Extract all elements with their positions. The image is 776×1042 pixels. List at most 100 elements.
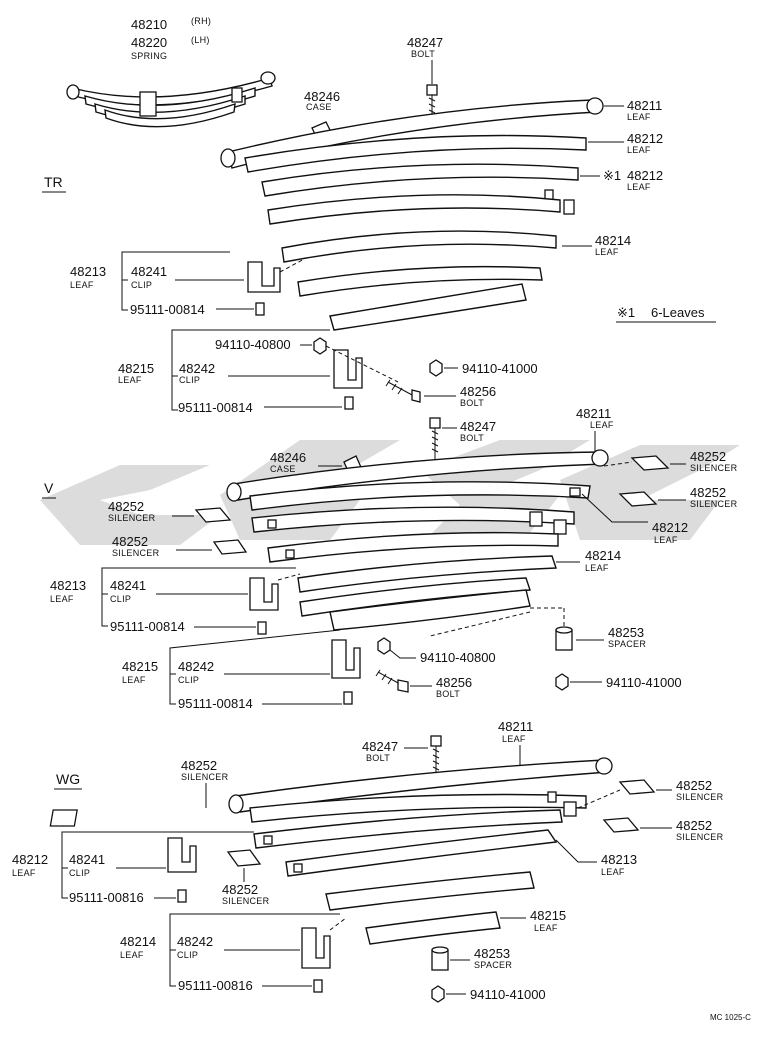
part-number: 48211 bbox=[627, 98, 662, 113]
part-name: LEAF bbox=[118, 375, 142, 385]
bolt-48256-tr bbox=[385, 379, 421, 403]
part-name: BOLT bbox=[366, 753, 390, 763]
part-name: LEAF bbox=[502, 734, 526, 744]
nut-94110-41000-v bbox=[555, 673, 569, 691]
clip-48241-tr bbox=[247, 261, 281, 293]
part-number: 48212 bbox=[627, 131, 663, 146]
part-number: 48215 bbox=[530, 908, 566, 923]
part-name: SPACER bbox=[474, 960, 512, 970]
part-number: 48215 bbox=[118, 361, 154, 376]
part-name: LEAF bbox=[70, 280, 94, 290]
part-number: 48213 bbox=[601, 852, 637, 867]
part-number: 48242 bbox=[179, 361, 215, 376]
silencer-48252-wg-4 bbox=[226, 849, 262, 867]
bolt-48256-v bbox=[375, 669, 409, 693]
part-number: 48241 bbox=[131, 264, 167, 279]
part-name: LEAF bbox=[534, 923, 558, 933]
part-number: 48252 bbox=[676, 818, 712, 833]
part-number: 48247 bbox=[407, 35, 443, 50]
leaf-48212-wg bbox=[253, 809, 563, 849]
part-number: 48256 bbox=[460, 384, 496, 399]
part-number: 48246 bbox=[270, 450, 306, 465]
part-name: LEAF bbox=[601, 867, 625, 877]
part-number: 94110-41000 bbox=[462, 361, 538, 376]
part-name: LEAF bbox=[12, 868, 36, 878]
part-number: 48242 bbox=[177, 934, 213, 949]
part-number: 48212 bbox=[627, 168, 663, 183]
part-number: 48214 bbox=[585, 548, 621, 563]
part-name: SPACER bbox=[608, 639, 646, 649]
leaf-48215-tr bbox=[329, 283, 527, 331]
section-title-v: V bbox=[44, 480, 54, 496]
silencer-48252-wg-1 bbox=[49, 809, 78, 827]
spring-lh-number: 48220 bbox=[131, 35, 167, 50]
rivet-95111-wg bbox=[177, 889, 187, 903]
part-name: BOLT bbox=[411, 49, 435, 59]
part-name: BOLT bbox=[460, 398, 484, 408]
leaf-48212-v bbox=[249, 481, 591, 511]
leaf-48215-wg bbox=[365, 911, 501, 945]
note-mark: ※1 bbox=[617, 305, 635, 320]
part-name: LEAF bbox=[50, 594, 74, 604]
rivet-95111-wg-2 bbox=[313, 979, 323, 993]
part-number: 94110-41000 bbox=[606, 675, 682, 690]
rivet-95111-tr-2 bbox=[344, 396, 354, 410]
spring-rh-side: (RH) bbox=[191, 16, 211, 26]
part-name: CASE bbox=[270, 464, 296, 474]
part-number: 95111-00814 bbox=[110, 619, 185, 634]
diagram-code: MC 1025-C bbox=[710, 1013, 751, 1022]
leaf-v-3 bbox=[251, 506, 575, 535]
part-number: 48241 bbox=[110, 578, 146, 593]
part-name: CLIP bbox=[177, 950, 198, 960]
leaf-48214-tr bbox=[267, 194, 561, 225]
part-number: 48247 bbox=[362, 739, 398, 754]
clip-48242-tr bbox=[333, 349, 363, 389]
part-number: 48215 bbox=[122, 659, 158, 674]
clip-48241-v bbox=[249, 577, 279, 611]
spacer-48253-wg bbox=[431, 946, 449, 971]
leaf-wg-2 bbox=[249, 791, 587, 823]
leaf-48213-wg bbox=[285, 829, 558, 877]
part-name: SILENCER bbox=[690, 499, 738, 509]
spring-rh-number: 48210 bbox=[131, 17, 167, 32]
leaf-wg-5 bbox=[325, 871, 535, 911]
part-name: LEAF bbox=[627, 182, 651, 192]
part-name: LEAF bbox=[627, 145, 651, 155]
silencer-48252-v-1 bbox=[630, 455, 670, 471]
part-name: LEAF bbox=[585, 563, 609, 573]
part-number: 48211 bbox=[576, 406, 611, 421]
nut-94110-40800-v bbox=[377, 637, 391, 655]
clip-48241-wg bbox=[167, 837, 197, 873]
part-number: 48211 bbox=[498, 719, 533, 734]
part-number: 48214 bbox=[595, 233, 631, 248]
part-number: 48252 bbox=[108, 499, 144, 514]
part-number: 95111-00814 bbox=[178, 400, 253, 415]
leaf-48212-tr bbox=[244, 134, 587, 173]
part-number: 48246 bbox=[304, 89, 340, 104]
silencer-48252-v-4 bbox=[212, 539, 248, 555]
part-number: 48252 bbox=[690, 449, 726, 464]
part-number: 48253 bbox=[474, 946, 510, 961]
part-name: SILENCER bbox=[108, 513, 156, 523]
section-title-tr: TR bbox=[44, 174, 63, 190]
part-name: CLIP bbox=[69, 868, 90, 878]
part-number: 95111-00814 bbox=[178, 696, 253, 711]
bolt-48247-v bbox=[429, 417, 441, 460]
part-number: 94110-40800 bbox=[215, 337, 291, 352]
leaf-48215-v bbox=[329, 589, 531, 631]
part-name: SILENCER bbox=[676, 792, 724, 802]
part-number: 48241 bbox=[69, 852, 105, 867]
part-name: LEAF bbox=[595, 247, 619, 257]
part-name: LEAF bbox=[120, 950, 144, 960]
part-number: 48242 bbox=[178, 659, 214, 674]
part-name: SILENCER bbox=[222, 896, 270, 906]
part-number: 48213 bbox=[70, 264, 106, 279]
leaf-48214-v bbox=[297, 555, 557, 593]
part-name: SILENCER bbox=[112, 548, 160, 558]
spring-name: SPRING bbox=[131, 51, 167, 61]
part-number: 48252 bbox=[112, 534, 148, 549]
part-number: 48252 bbox=[690, 485, 726, 500]
part-name: CLIP bbox=[131, 280, 152, 290]
note-text: 6-Leaves bbox=[651, 305, 705, 320]
part-number: 95111-00814 bbox=[130, 302, 205, 317]
